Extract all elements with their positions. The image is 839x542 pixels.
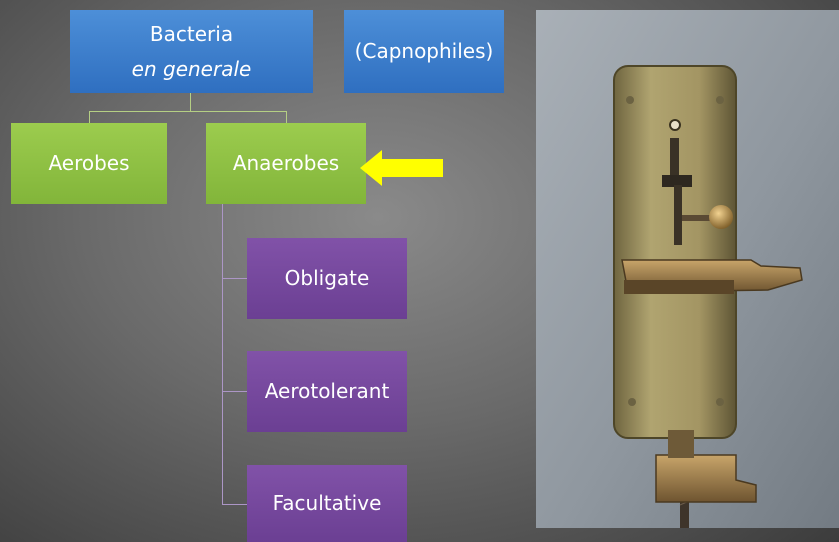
microscope-photo: [536, 10, 839, 528]
left-arrow-icon: [360, 150, 443, 186]
node-facultative-label: Facultative: [273, 492, 382, 515]
connector-anaerobe-trunk: [222, 204, 223, 505]
connector-obligate: [222, 278, 247, 279]
node-bacteria-title: Bacteria: [150, 23, 233, 46]
node-capnophiles-label: (Capnophiles): [355, 40, 494, 63]
node-anaerobes: Anaerobes: [206, 123, 366, 204]
connector-aerotolerant: [222, 391, 247, 392]
connector-anaerobes: [286, 111, 287, 123]
node-capnophiles: (Capnophiles): [344, 10, 504, 93]
node-obligate: Obligate: [247, 238, 407, 319]
node-bacteria: Bacteria en generale: [70, 10, 313, 93]
node-aerobes: Aerobes: [11, 123, 167, 204]
node-aerotolerant: Aerotolerant: [247, 351, 407, 432]
connector-facultative: [222, 504, 247, 505]
connector-root-down: [190, 93, 191, 111]
node-facultative: Facultative: [247, 465, 407, 542]
connector-horizontal: [89, 111, 287, 112]
node-obligate-label: Obligate: [285, 267, 370, 290]
node-anaerobes-label: Anaerobes: [233, 152, 339, 175]
connector-aerobes: [89, 111, 90, 123]
node-aerobes-label: Aerobes: [48, 152, 129, 175]
node-bacteria-subtitle: en generale: [132, 58, 252, 81]
node-aerotolerant-label: Aerotolerant: [265, 380, 390, 403]
